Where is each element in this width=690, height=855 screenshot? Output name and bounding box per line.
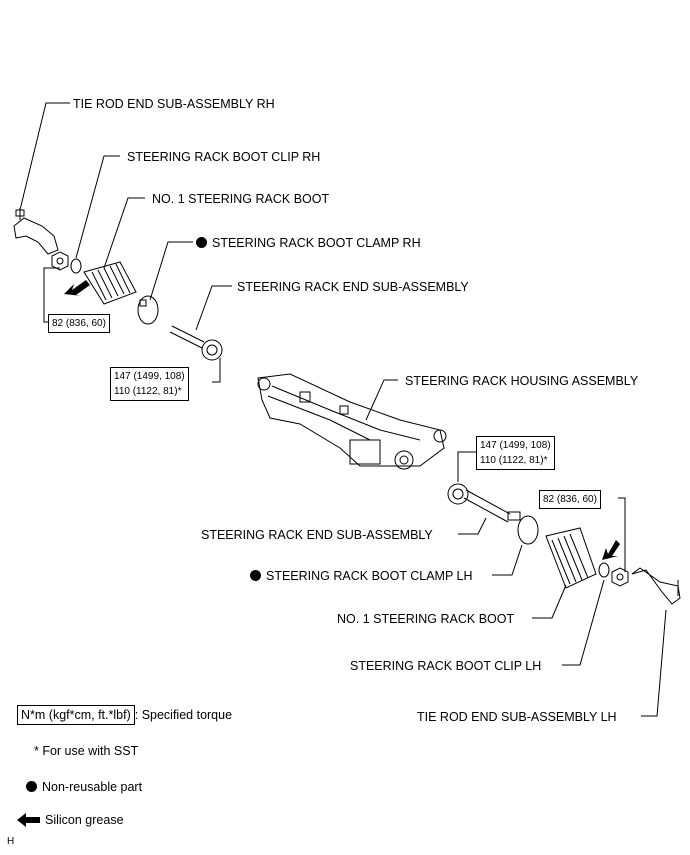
leader-boot-lh [532, 584, 567, 619]
legend-torque-desc: : Specified torque [134, 708, 233, 722]
leader-torque-nut-lh [618, 497, 626, 572]
boot-clamp-lh [517, 515, 539, 545]
boot-clip-rh [70, 258, 82, 274]
nut-lh [611, 567, 629, 587]
legend-non-reusable: Non-reusable part [26, 779, 142, 795]
leader-rack-end-rh [195, 285, 232, 331]
rack-end-lh [447, 483, 521, 523]
non-reusable-icon [26, 781, 37, 792]
legend-non-reusable-text: Non-reusable part [42, 780, 143, 794]
boot-clip-lh [598, 562, 610, 578]
legend-sst: * For use with SST [34, 744, 139, 758]
legend-silicon-grease: Silicon grease [45, 813, 124, 827]
leader-housing [365, 379, 398, 421]
torque-nut-rh: 82 (836, 60) [48, 314, 110, 333]
rack-end-rh [169, 325, 223, 361]
torque-rack-end-lh-line1: 147 (1499, 108) [480, 440, 551, 451]
legend-grease-arrow [17, 813, 40, 827]
label-tie-rod-lh: TIE ROD END SUB-ASSEMBLY LH [417, 710, 617, 724]
torque-rack-end-rh-line1: 147 (1499, 108) [114, 371, 185, 382]
label-rack-end-rh: STEERING RACK END SUB-ASSEMBLY [237, 280, 469, 294]
label-boot-clamp-rh: STEERING RACK BOOT CLAMP RH [196, 236, 421, 250]
leader-nut-rh [43, 267, 60, 323]
torque-rack-end-rh-line2: 110 (1122, 81)* [114, 386, 182, 397]
torque-rack-end-lh: 147 (1499, 108) 110 (1122, 81)* [476, 436, 555, 470]
nut-rh [51, 251, 69, 271]
non-reusable-icon [196, 237, 207, 248]
legend-torque: N*m (kgf*cm, ft.*lbf): Specified torque [17, 705, 232, 725]
label-boot-clip-lh: STEERING RACK BOOT CLIP LH [350, 659, 542, 673]
torque-rack-end-rh: 147 (1499, 108) 110 (1122, 81)* [110, 367, 189, 401]
leader-clamp-lh [492, 544, 523, 576]
leader-rack-end-lh [458, 517, 487, 535]
tie-rod-end-lh [631, 567, 681, 605]
legend-torque-units: N*m (kgf*cm, ft.*lbf) [17, 705, 135, 725]
leader-tie-rod-lh [641, 609, 667, 717]
label-boot-clamp-lh: STEERING RACK BOOT CLAMP LH [250, 569, 473, 583]
leader-boot-rh [103, 197, 145, 269]
leader-boot-clip-rh [75, 155, 120, 259]
label-boot-clamp-rh-text: STEERING RACK BOOT CLAMP RH [212, 236, 421, 250]
boot-lh [545, 527, 597, 589]
boot-rh [83, 261, 137, 305]
label-boot-lh: NO. 1 STEERING RACK BOOT [337, 612, 515, 626]
leader-torque-rack-lh [457, 451, 476, 482]
rack-housing [257, 373, 447, 470]
label-boot-rh: NO. 1 STEERING RACK BOOT [152, 192, 330, 206]
non-reusable-icon [250, 570, 261, 581]
label-tie-rod-rh: TIE ROD END SUB-ASSEMBLY RH [73, 97, 275, 111]
tie-rod-end-rh [13, 217, 59, 255]
grease-arrow-rh [64, 280, 90, 296]
boot-clamp-rh [137, 295, 159, 325]
torque-nut-lh: 82 (836, 60) [539, 490, 601, 509]
leader-clip-lh [562, 579, 605, 666]
label-boot-clip-rh: STEERING RACK BOOT CLIP RH [127, 150, 321, 164]
label-rack-end-lh: STEERING RACK END SUB-ASSEMBLY [201, 528, 433, 542]
grease-arrow-lh [602, 540, 620, 560]
label-boot-clamp-lh-text: STEERING RACK BOOT CLAMP LH [266, 569, 473, 583]
footer-code: H [7, 836, 15, 847]
torque-rack-end-lh-line2: 110 (1122, 81)* [480, 455, 548, 466]
label-housing: STEERING RACK HOUSING ASSEMBLY [405, 374, 639, 388]
leader-boot-clamp-rh [149, 241, 193, 301]
leader-tie-rod-rh [19, 102, 70, 211]
leader-torque-rack-rh [212, 358, 221, 383]
